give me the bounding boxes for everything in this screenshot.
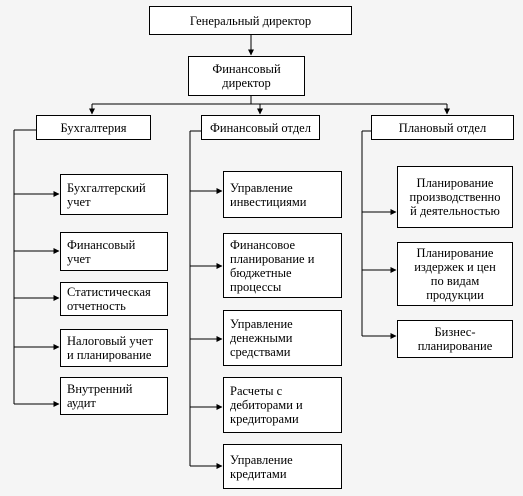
planning-unit-3: Бизнес- планирование	[397, 320, 513, 358]
finance-unit-1: Управление инвестициями	[223, 171, 342, 218]
accounting-title: Бухгалтерия	[60, 120, 127, 135]
finance-unit-2: Финансовое планирование и бюджетные проц…	[223, 233, 342, 298]
unit-label: Финансовое планирование и бюджетные проц…	[230, 237, 315, 294]
unit-label: Планирование издержек и цен по видам про…	[414, 246, 496, 302]
ceo-box: Генеральный директор	[149, 6, 352, 35]
ceo-label: Генеральный директор	[189, 13, 312, 28]
unit-label: Управление кредитами	[230, 452, 293, 481]
accounting-unit-4: Налоговый учет и планирование	[60, 329, 168, 367]
planning-title: Плановый отдел	[398, 120, 487, 135]
planning-unit-1: Планирование производственно й деятельно…	[397, 166, 513, 228]
unit-label: Расчеты с дебиторами и кредиторами	[230, 384, 303, 426]
unit-label: Планирование производственно й деятельно…	[409, 176, 501, 218]
unit-label: Управление инвестициями	[230, 180, 307, 209]
accounting-unit-2: Финансовый учет	[60, 232, 168, 271]
finance-title: Финансовый отдел	[210, 120, 311, 135]
accounting-unit-1: Бухгалтерский учет	[60, 174, 168, 215]
planning-unit-2: Планирование издержек и цен по видам про…	[397, 242, 513, 306]
unit-label: Финансовый учет	[67, 237, 136, 266]
finance-unit-3: Управление денежными средствами	[223, 310, 342, 366]
unit-label: Внутренний аудит	[67, 382, 133, 410]
finance-header: Финансовый отдел	[201, 115, 320, 140]
unit-label: Управление денежными средствами	[230, 317, 293, 359]
unit-label: Налоговый учет и планирование	[67, 334, 153, 362]
finance-unit-4: Расчеты с дебиторами и кредиторами	[223, 377, 342, 433]
unit-label: Статистическая отчетность	[67, 285, 151, 313]
unit-label: Бизнес- планирование	[417, 325, 493, 353]
accounting-header: Бухгалтерия	[36, 115, 151, 140]
unit-label: Бухгалтерский учет	[67, 180, 146, 209]
cfo-box: Финансовый директор	[188, 56, 305, 96]
accounting-unit-3: Статистическая отчетность	[60, 282, 168, 316]
cfo-label: Финансовый директор	[212, 62, 281, 90]
planning-header: Плановый отдел	[371, 115, 514, 140]
accounting-unit-5: Внутренний аудит	[60, 377, 168, 415]
finance-unit-5: Управление кредитами	[223, 444, 342, 489]
